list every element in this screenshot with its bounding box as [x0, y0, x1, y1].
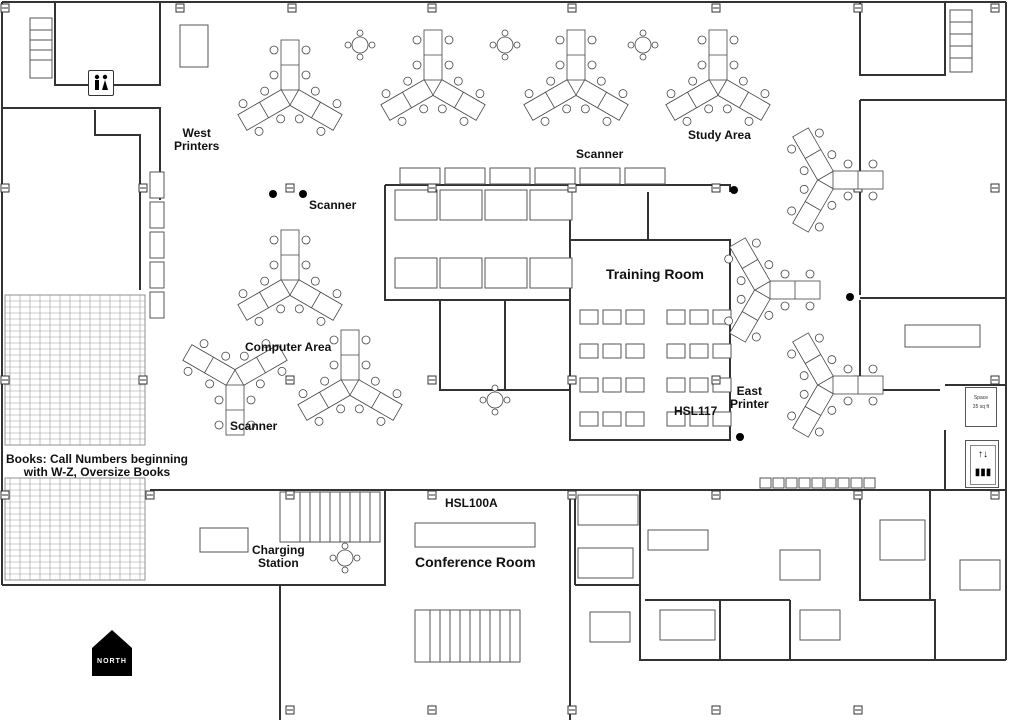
charging-station-label: Charging Station	[252, 543, 305, 570]
study-area-label: Study Area	[688, 128, 751, 142]
conference-room-label: Conference Room	[415, 554, 536, 570]
computer-area-label: Computer Area	[245, 340, 332, 354]
west-printers-label: West Printers	[174, 126, 220, 153]
training-room-label: Training Room	[606, 266, 704, 282]
room-number-hsl117: HSL117	[674, 404, 718, 418]
scanner-label-bottom: Scanner	[230, 419, 278, 433]
elevator-icon: ↑↓▮▮▮	[965, 440, 999, 488]
scanner-label-center: Scanner	[576, 147, 624, 161]
room-number-hsl100a: HSL100A	[445, 496, 498, 510]
restroom-icon	[88, 70, 114, 96]
east-printer-label: East Printer	[730, 384, 769, 411]
space-sign: Space 35 sq ft	[965, 387, 997, 427]
north-arrow-icon: NORTH	[92, 630, 132, 676]
scanner-label-left: Scanner	[309, 198, 357, 212]
books-label: Books: Call Numbers beginning with W-Z, …	[6, 452, 189, 479]
